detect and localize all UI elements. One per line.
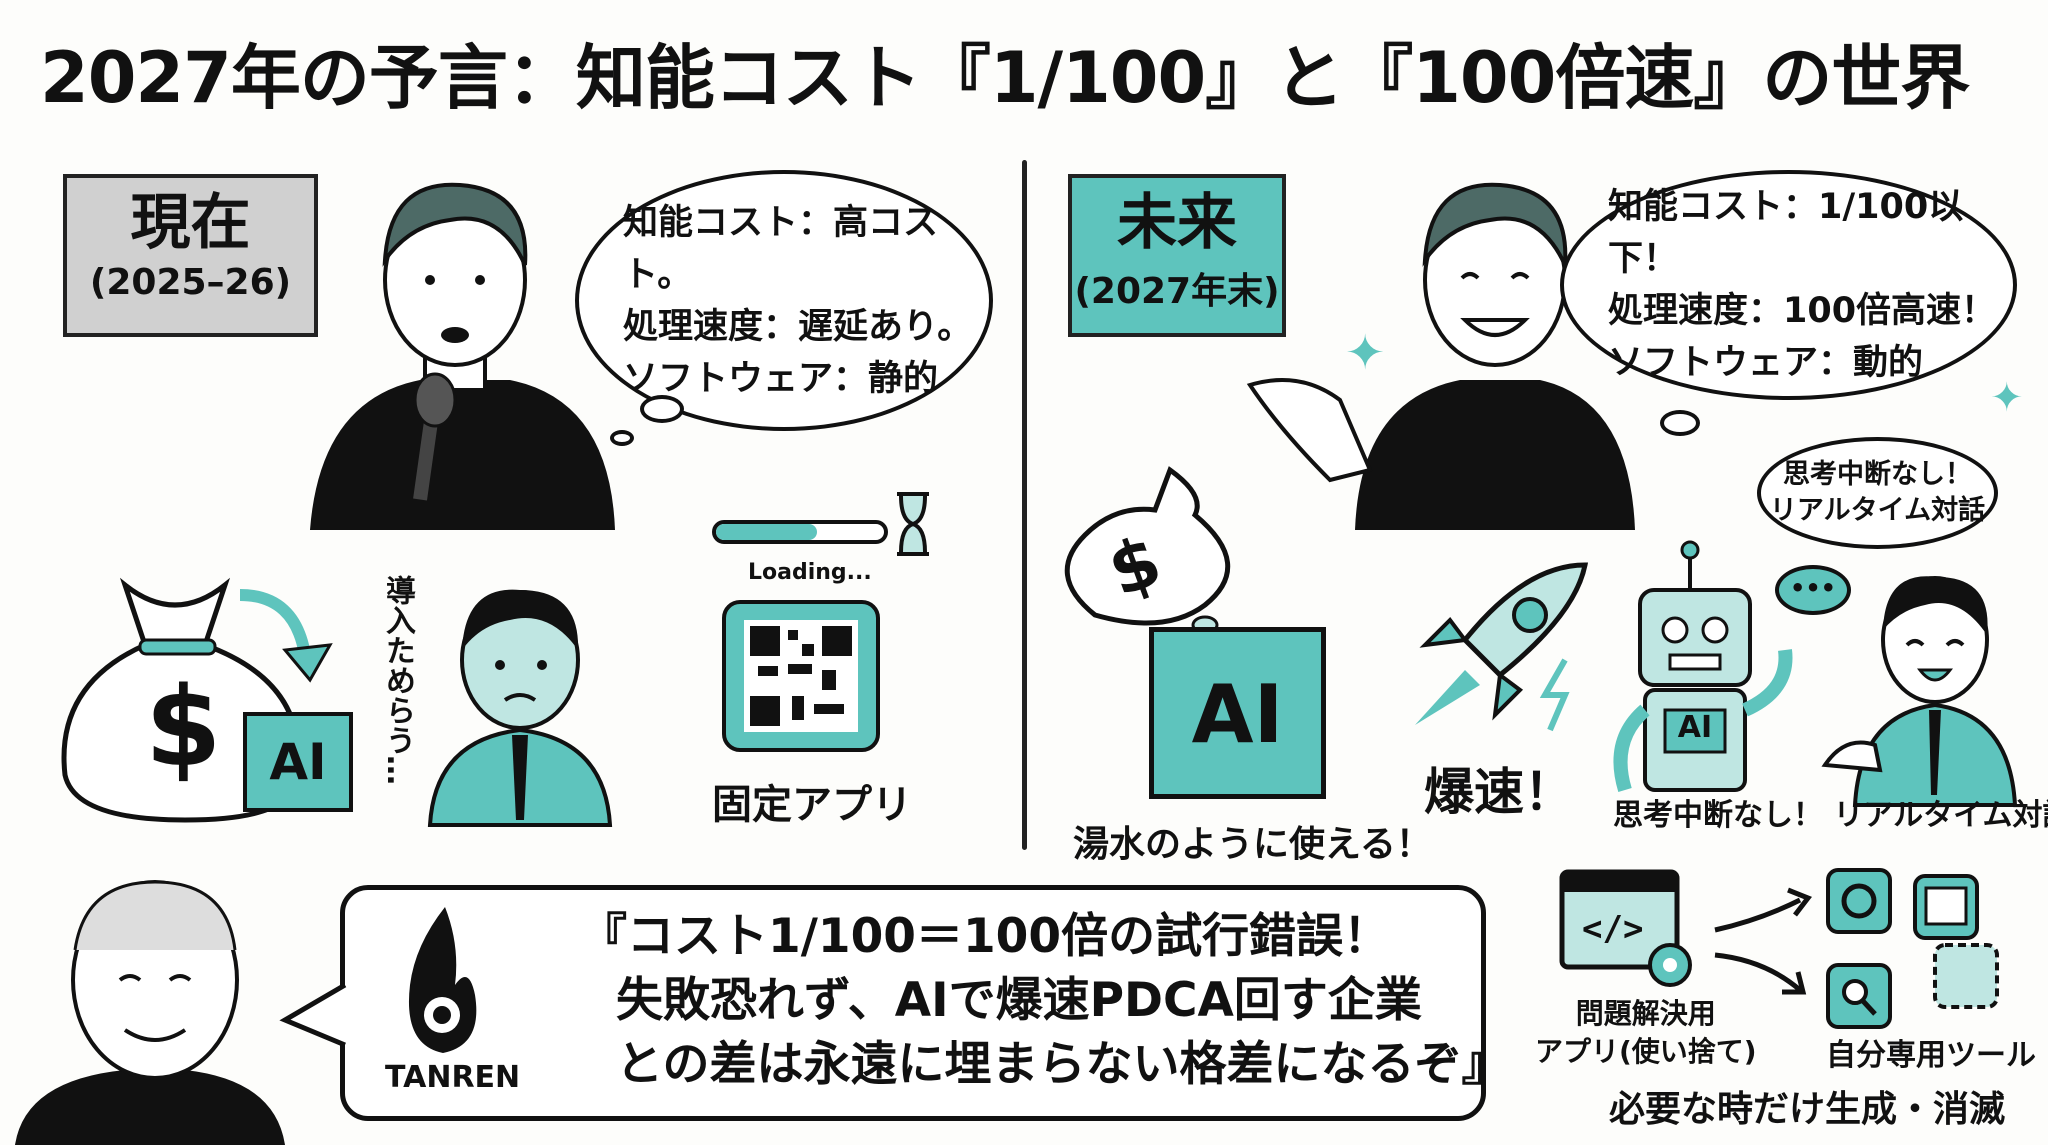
robot-illustration	[1613, 540, 1793, 793]
fixed-app-label: 固定アプリ	[712, 782, 912, 828]
app-generation-diagram: </>	[1559, 868, 1999, 1029]
quote-line: 『コスト1/100＝100倍の試行錯誤！	[580, 909, 1391, 964]
realtime-caption: 思考中断なし！ リアルタイム対話	[1613, 798, 2048, 833]
realtime-speech-bubble: 思考中断なし！ リアルタイム対話	[1757, 437, 1998, 549]
quote-line: 失敗恐れず、AIで爆速PDCA回す企業	[616, 973, 1422, 1028]
rocket-icon	[1415, 562, 1589, 732]
qr-code-icon	[722, 600, 880, 752]
quote-text: 『コスト1/100＝100倍の試行錯誤！ 失敗恐れず、AIで爆速PDCA回す企業…	[580, 905, 1509, 1097]
happy-businessman-illustration	[1821, 576, 2018, 807]
ai-box-large: AI	[1149, 627, 1326, 799]
thought-dot	[1660, 410, 1700, 436]
present-label-box: 現在 (2025–26)	[63, 174, 318, 337]
worried-businessman-illustration	[427, 589, 613, 827]
generate-on-demand-label: 必要な時だけ生成・消滅	[1609, 1089, 2006, 1130]
future-label: 未来	[1117, 188, 1237, 258]
chat-bubble-line: リアルタイム対話	[1769, 495, 1986, 526]
speaker-future-illustration	[1246, 182, 1635, 530]
quote-bubble-tail	[279, 982, 347, 1048]
robot-ai-label: AI	[1677, 710, 1713, 745]
future-thought-bubble: 知能コスト：1/100以下！ 処理速度：100倍高速！ ソフトウェア：動的	[1560, 170, 2017, 400]
page-title: 2027年の予言：知能コスト『1/100』と『100倍速』の世界	[40, 37, 1970, 119]
section-divider	[1022, 160, 1027, 850]
svg-text:$: $	[145, 663, 222, 791]
future-period: (2027年末)	[1074, 271, 1280, 312]
bubble-line-software: ソフトウェア：静的	[623, 358, 939, 399]
sparkle-icon: ✦	[1990, 375, 2024, 421]
label-line: アプリ(使い捨て)	[1535, 1035, 1757, 1068]
disposable-app-label: 問題解決用 アプリ(使い捨て)	[1535, 995, 1757, 1071]
abundant-label: 湯水のように使える！	[1073, 824, 1432, 865]
money-bag-coins-icon: $	[1064, 466, 1242, 654]
bubble-line-speed: 処理速度：100倍高速！	[1608, 291, 1997, 331]
typing-bubble-icon: •••	[1775, 565, 1851, 615]
tanren-flame-logo-icon	[408, 907, 477, 1053]
speaker-present-illustration	[310, 182, 615, 530]
ai-cube-small: AI	[243, 712, 353, 812]
thought-dot	[640, 395, 684, 423]
bubble-line-software: ソフトウェア：動的	[1608, 343, 1924, 383]
future-label-box: 未来 (2027年末)	[1068, 174, 1286, 337]
bubble-line-speed: 処理速度：遅延あり。	[623, 306, 973, 347]
present-label: 現在	[130, 188, 251, 258]
thought-dot	[610, 430, 634, 446]
present-thought-bubble: 知能コスト：高コスト。 処理速度：遅延あり。 ソフトウェア：静的	[575, 170, 993, 431]
money-bag-icon: $	[61, 577, 333, 823]
present-period: (2025–26)	[89, 262, 292, 303]
tanren-logo-text: TANREN	[385, 1060, 521, 1095]
loading-label: Loading...	[748, 560, 872, 585]
fast-label: 爆速！	[1424, 763, 1574, 821]
bubble-line-cost: 知能コスト：1/100以下！	[1608, 187, 1964, 279]
loading-bar	[712, 520, 888, 544]
bald-man-illustration	[15, 880, 285, 1145]
custom-tools-label: 自分専用ツール	[1826, 1038, 2036, 1073]
bubble-line-cost: 知能コスト：高コスト。	[623, 202, 939, 295]
quote-line: との差は永遠に埋まらない格差になるぞ』	[616, 1037, 1509, 1092]
label-line: 問題解決用	[1575, 997, 1716, 1030]
chat-bubble-line: 思考中断なし！	[1783, 459, 1972, 490]
quote-bubble	[340, 885, 1486, 1121]
svg-text:</>: </>	[1582, 909, 1643, 949]
hourglass-icon	[897, 492, 929, 556]
hesitate-label: 導入ためらう…	[380, 575, 415, 785]
sparkle-icon: ✦	[1345, 325, 1386, 381]
